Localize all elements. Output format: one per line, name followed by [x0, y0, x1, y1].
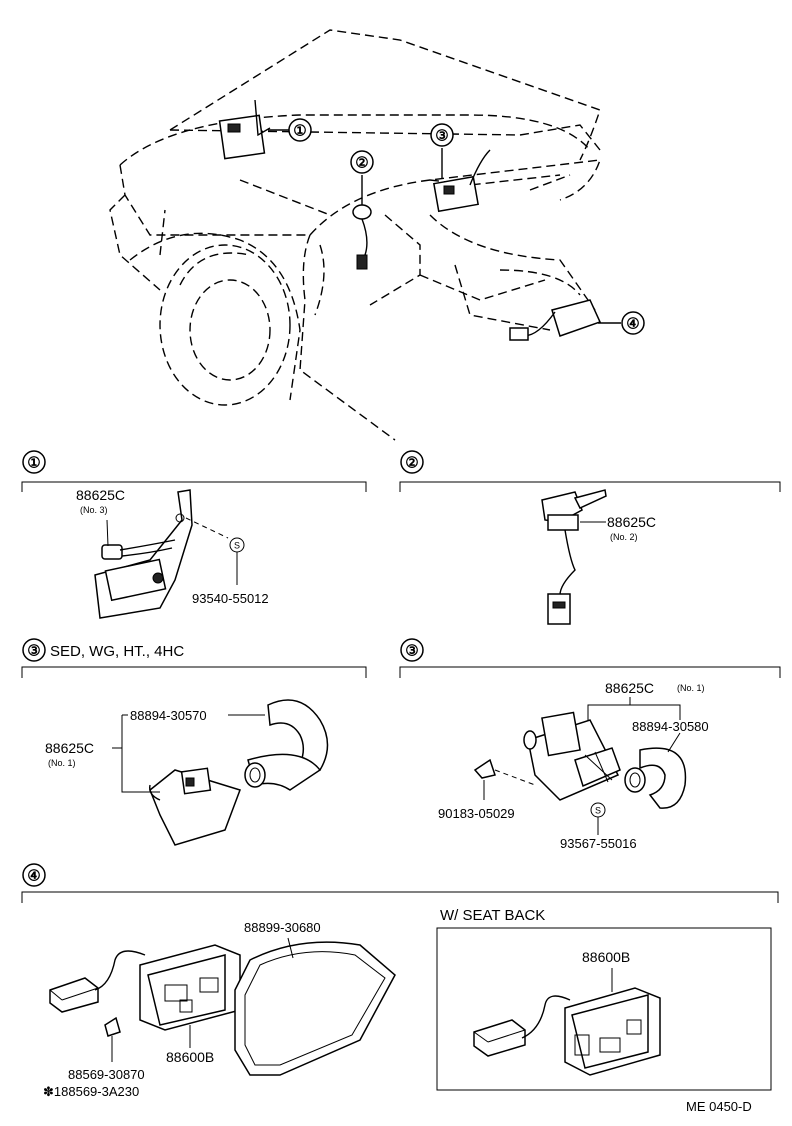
section-4-number: ④: [27, 868, 40, 885]
s3a-relay-note: (No. 1): [48, 758, 76, 768]
s4-box-cooler-code: 88600B: [582, 949, 630, 965]
s4-clamp-alt-code: ✽188569-3A230: [43, 1084, 139, 1099]
s1-relay-note: (No. 3): [80, 505, 108, 515]
section-1: ① 88625C (No. 3) S 93540-55012: [21, 450, 367, 619]
overview-callout-4: ④: [621, 311, 645, 335]
section-3a-title: SED, WG, HT., 4HC: [50, 643, 184, 660]
section-3b: ③ S 88625C (No. 1) 88894-30580 90183-050…: [399, 638, 781, 851]
section-2-number: ②: [405, 455, 418, 472]
section-4: ④ 88899-30680 88600B 88569-30870 ✽188569…: [21, 863, 779, 1099]
overview-callout-1: ①: [288, 118, 312, 142]
s4-clamp-code: 88569-30870: [68, 1067, 145, 1082]
s2-relay-code: 88625C: [607, 514, 656, 530]
s4-box-title: W/ SEAT BACK: [440, 907, 545, 924]
s1-relay-code: 88625C: [76, 487, 125, 503]
seat-back-box: [436, 927, 772, 1091]
s3a-relay-code: 88625C: [45, 740, 94, 756]
s1-bolt-code: 93540-55012: [192, 591, 269, 606]
footer-code: ME 0450-D: [686, 1099, 752, 1114]
svg-text:③: ③: [435, 128, 448, 145]
svg-text:④: ④: [626, 316, 639, 333]
s3b-relay-code: 88625C: [605, 680, 654, 696]
section-3b-number: ③: [405, 643, 418, 660]
s3b-screw-symbol: S: [595, 806, 601, 816]
vehicle-overview: [109, 29, 621, 441]
s4-duct-code: 88899-30680: [244, 920, 321, 935]
section-2: ② 88625C (No. 2): [399, 450, 781, 625]
s3b-relay-note: (No. 1): [677, 683, 705, 693]
s4-cooler-code: 88600B: [166, 1049, 214, 1065]
s2-relay-note: (No. 2): [610, 532, 638, 542]
s3b-hose-code: 88894-30580: [632, 719, 709, 734]
s3b-screw-code: 93567-55016: [560, 836, 637, 851]
overview-callout-2: ②: [350, 150, 374, 174]
svg-text:②: ②: [355, 155, 368, 172]
s1-bolt-symbol: S: [234, 541, 240, 551]
section-1-number: ①: [27, 455, 40, 472]
section-3a: ③ SED, WG, HT., 4HC 88894-30570 88625C (…: [21, 638, 367, 846]
overview-callout-3: ③: [430, 123, 454, 147]
svg-text:①: ①: [293, 123, 306, 140]
s3a-hose-code: 88894-30570: [130, 708, 207, 723]
section-3a-number: ③: [27, 643, 40, 660]
s3b-clip-code: 90183-05029: [438, 806, 515, 821]
